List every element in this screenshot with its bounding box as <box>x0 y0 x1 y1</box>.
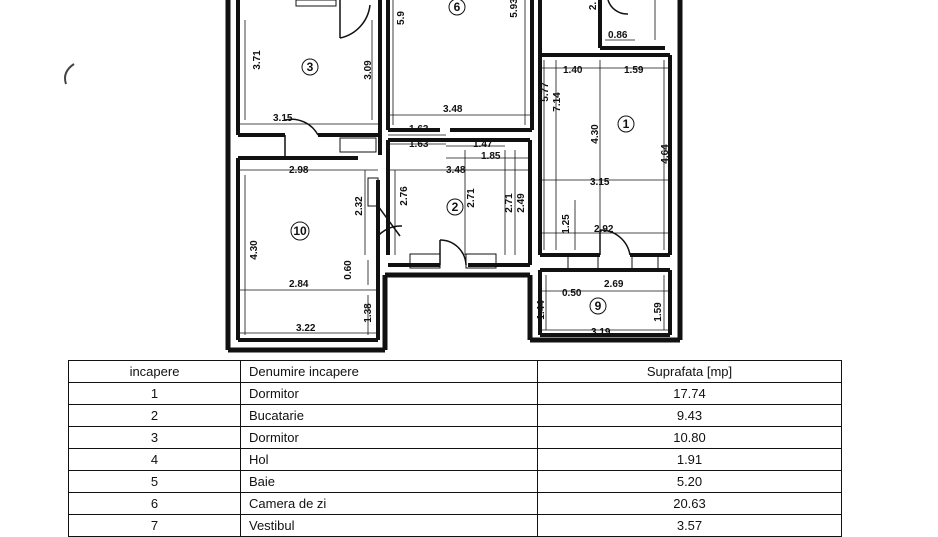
cell-name: Dormitor <box>240 382 538 405</box>
scan-mark <box>64 63 75 85</box>
cell-area: 10.80 <box>537 426 842 449</box>
table-row: 5 Baie 5.20 <box>68 470 842 493</box>
cell-area: 9.43 <box>537 404 842 427</box>
dimension-label: 1.59 <box>624 65 644 76</box>
dimension-label: 3.19 <box>591 327 611 338</box>
cell-room: 3 <box>68 426 241 449</box>
dimension-label: 1.63 <box>409 139 429 150</box>
cell-name: Vestibul <box>240 514 538 537</box>
dimension-label: 3.15 <box>590 177 610 188</box>
dimension-label: 1.47 <box>473 139 493 150</box>
room-label: 2 <box>452 200 459 214</box>
dimension-label: 7.14 <box>552 92 563 112</box>
dimension-label: 2.71 <box>466 188 477 208</box>
col-header-name: Denumire incapere <box>240 360 538 383</box>
dimension-label: 3.09 <box>363 60 374 80</box>
dimension-label: 4.30 <box>590 124 601 144</box>
dimension-label: 1.59 <box>653 302 664 322</box>
dimension-label: 3.48 <box>446 165 466 176</box>
table-row: 6 Camera de zi 20.63 <box>68 492 842 515</box>
col-header-room: incapere <box>68 360 241 383</box>
cell-area: 3.57 <box>537 514 842 537</box>
cell-name: Dormitor <box>240 426 538 449</box>
room-label: 1 <box>623 117 630 131</box>
cell-name: Hol <box>240 448 538 471</box>
table-row: 4 Hol 1.91 <box>68 448 842 471</box>
dimension-label: 2.98 <box>289 165 309 176</box>
room-label: 9 <box>595 299 602 313</box>
cell-area: 17.74 <box>537 382 842 405</box>
table-row: 1 Dormitor 17.74 <box>68 382 842 405</box>
col-header-area: Suprafata [mp] <box>537 360 842 383</box>
cell-room: 5 <box>68 470 241 493</box>
cell-area: 20.63 <box>537 492 842 515</box>
table-header-row: incapere Denumire incapere Suprafata [mp… <box>68 360 842 383</box>
floor-plan: 6 3 1 2 10 9 5.9 5.93 2. 3.71 3.09 0.86 … <box>64 0 683 353</box>
room-label: 6 <box>454 0 461 14</box>
cell-room: 7 <box>68 514 241 537</box>
dimension-label: 1.40 <box>563 65 583 76</box>
table-row: 3 Dormitor 10.80 <box>68 426 842 449</box>
cell-area: 5.20 <box>537 470 842 493</box>
dimension-label: 1.44 <box>536 300 547 320</box>
cell-room: 1 <box>68 382 241 405</box>
dimension-label: 2.84 <box>289 279 309 290</box>
dimension-label: 2. <box>588 2 599 11</box>
dimension-label: 3.15 <box>273 113 293 124</box>
cell-name: Camera de zi <box>240 492 538 515</box>
rooms-table: incapere Denumire incapere Suprafata [mp… <box>68 360 842 537</box>
dimension-label: 3.71 <box>252 50 263 70</box>
cell-room: 2 <box>68 404 241 427</box>
dimension-label: 0.60 <box>343 260 354 280</box>
dimension-label: 1.25 <box>561 214 572 234</box>
cell-room: 6 <box>68 492 241 515</box>
dimension-label: 3.22 <box>296 323 316 334</box>
dimension-label: 0.86 <box>608 30 628 41</box>
dimension-label: 5.77 <box>540 82 551 102</box>
cell-room: 4 <box>68 448 241 471</box>
dimension-label: 5.93 <box>509 0 520 18</box>
dimension-label: 5.9 <box>396 11 407 25</box>
dimension-label: 1.38 <box>363 303 374 323</box>
dimension-label: 2.32 <box>354 196 365 216</box>
table-row: 7 Vestibul 3.57 <box>68 514 842 537</box>
cell-area: 1.91 <box>537 448 842 471</box>
dimension-label: 4.64 <box>660 144 671 164</box>
dimension-label: 1.85 <box>481 151 501 162</box>
dimension-label: 1.63 <box>409 124 429 135</box>
dimension-label: 3.48 <box>443 104 463 115</box>
room-label: 3 <box>307 60 314 74</box>
dimension-label: 2.76 <box>399 186 410 206</box>
table-row: 2 Bucatarie 9.43 <box>68 404 842 427</box>
cell-name: Bucatarie <box>240 404 538 427</box>
dimension-label: 2.71 <box>504 193 515 213</box>
room-label: 10 <box>293 224 307 238</box>
dimension-label: 2.69 <box>604 279 624 290</box>
dimension-label: 2.49 <box>516 193 527 213</box>
cell-name: Baie <box>240 470 538 493</box>
dimension-label: 4.30 <box>249 240 260 260</box>
dimension-label: 0.50 <box>562 288 582 299</box>
dimension-label: 2.92 <box>594 224 614 235</box>
